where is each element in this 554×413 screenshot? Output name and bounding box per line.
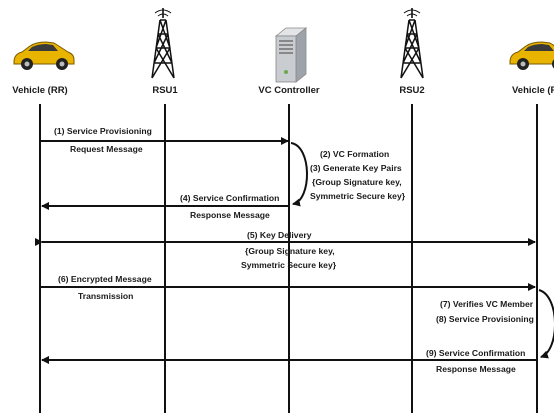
label-service-request-2: Request Message	[70, 144, 143, 154]
server-icon	[276, 28, 306, 82]
label-symmetric-secure-key: Symmetric Secure key}	[310, 191, 406, 201]
participant-label-rsu1: RSU1	[152, 85, 178, 96]
tower-icon	[401, 8, 423, 78]
participant-label-vehicle-rr: Vehicle (RR)	[12, 85, 67, 96]
tower-icon	[152, 8, 174, 78]
label-service-request-1: (1) Service Provisioning	[54, 126, 152, 136]
label-service-confirmation-9-1: (9) Service Confirmation	[426, 348, 525, 358]
participant-label-vehicle-r: Vehicle (R	[512, 85, 554, 96]
car-icon	[510, 42, 554, 70]
label-vc-formation: (2) VC Formation	[320, 149, 389, 159]
label-verifies-vc-member: (7) Verifies VC Member	[440, 299, 534, 309]
participant-label-rsu2: RSU2	[399, 85, 424, 96]
label-encrypted-message-2: Transmission	[78, 291, 133, 301]
label-key-delivery-group: {Group Signature key,	[245, 246, 335, 256]
label-generate-key-pairs: (3) Generate Key Pairs	[310, 163, 402, 173]
label-key-delivery: (5) Key Delivery	[247, 230, 312, 240]
label-encrypted-message-1: (6) Encrypted Message	[58, 274, 152, 284]
label-key-delivery-symmetric: Symmetric Secure key}	[241, 260, 337, 270]
label-service-confirmation-1: (4) Service Confirmation	[180, 193, 279, 203]
self-loop-verifies-vc-member	[539, 290, 554, 357]
label-service-confirmation-9-2: Response Message	[436, 364, 516, 374]
label-service-provisioning-8: (8) Service Provisioning	[436, 314, 534, 324]
label-group-signature-key: {Group Signature key,	[312, 177, 402, 187]
car-icon	[14, 42, 74, 70]
self-loop-vc-formation	[291, 143, 307, 204]
label-service-confirmation-2: Response Message	[190, 210, 270, 220]
participant-label-vc-controller: VC Controller	[258, 85, 320, 96]
